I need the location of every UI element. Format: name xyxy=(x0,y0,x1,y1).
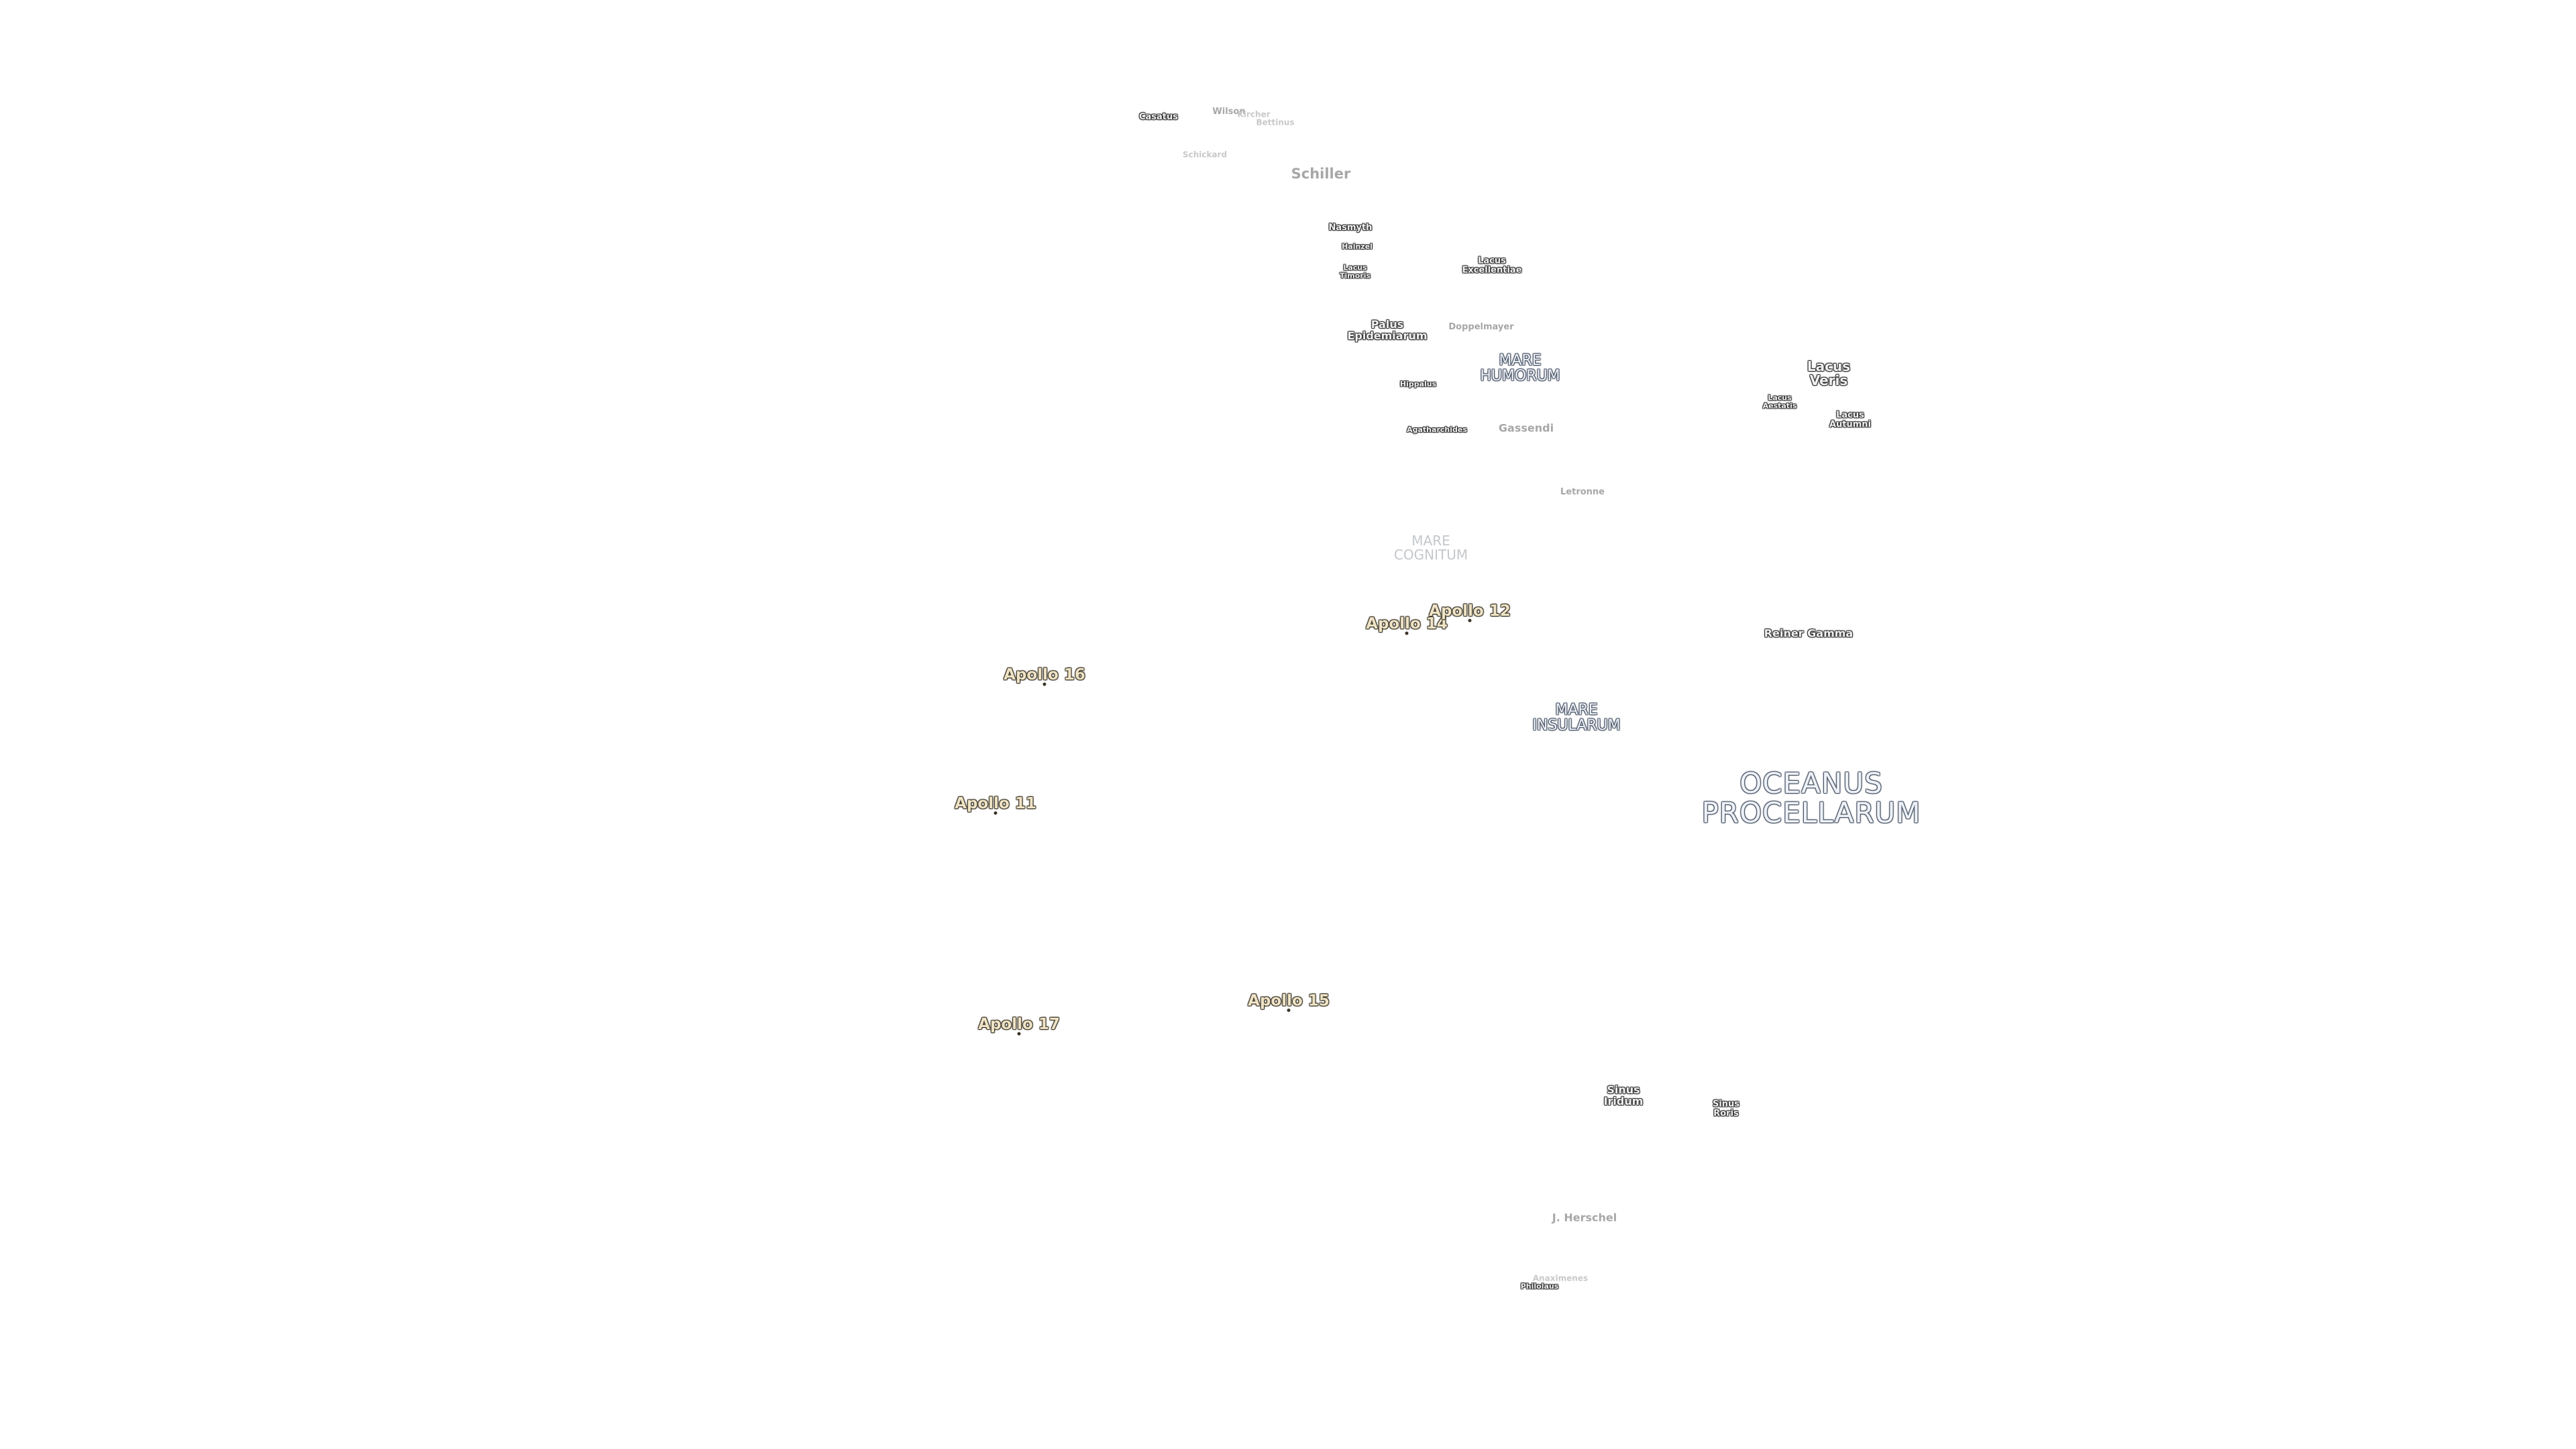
casatus-label[interactable]: Casatus xyxy=(1138,112,1179,123)
palus-epidemiarum-label[interactable]: Palus Epidemiarum xyxy=(1347,318,1428,342)
bettinus-label[interactable]: Bettinus xyxy=(1256,117,1295,127)
apollo-17-label[interactable]: Apollo 17 xyxy=(978,1015,1060,1033)
wilson-label[interactable]: Wilson xyxy=(1212,107,1246,117)
lacus-autumni-label[interactable]: Lacus Autumni xyxy=(1829,410,1872,429)
kircher-label[interactable]: Kircher xyxy=(1237,109,1271,119)
j-herschel-label[interactable]: J. Herschel xyxy=(1552,1211,1617,1224)
apollo-11-label[interactable]: Apollo 11 xyxy=(955,794,1036,812)
hippalus-label[interactable]: Hippalus xyxy=(1399,380,1437,389)
schiller-label[interactable]: Schiller xyxy=(1291,165,1351,182)
oceanus-procellarum-label[interactable]: OCEANUS PROCELLARUM xyxy=(1701,766,1921,829)
anaximenes-label[interactable]: Anaximenes xyxy=(1532,1273,1589,1283)
apollo-16-label[interactable]: Apollo 16 xyxy=(1004,665,1085,684)
mare-humorum-label[interactable]: MARE HUMORUM xyxy=(1480,352,1560,384)
apollo-12-marker xyxy=(1468,619,1472,623)
gassendi-label[interactable]: Gassendi xyxy=(1498,421,1554,435)
nasmyth-label[interactable]: Nasmyth xyxy=(1328,223,1373,233)
sinus-roris-label[interactable]: Sinus Roris xyxy=(1712,1099,1740,1118)
schickard-label[interactable]: Schickard xyxy=(1182,150,1228,160)
philolaus-label[interactable]: Philolaus xyxy=(1520,1282,1559,1291)
apollo-15-marker xyxy=(1287,1008,1291,1012)
apollo-16-marker xyxy=(1042,682,1046,686)
mare-cognitum-label[interactable]: MARE COGNITUM xyxy=(1393,533,1468,563)
mare-insularum-label[interactable]: MARE INSULARUM xyxy=(1532,701,1621,734)
apollo-17-marker xyxy=(1017,1032,1021,1036)
agatharchides-label[interactable]: Agatharchides xyxy=(1407,425,1467,435)
hainzel-label[interactable]: Hainzel xyxy=(1342,242,1373,252)
apollo-15-label[interactable]: Apollo 15 xyxy=(1248,991,1330,1010)
reiner-gamma-label[interactable]: Reiner Gamma xyxy=(1764,627,1854,640)
apollo-11-marker xyxy=(994,811,998,815)
letronne-label[interactable]: Letronne xyxy=(1560,487,1605,498)
sinus-iridum-label[interactable]: Sinus Iridum xyxy=(1603,1083,1644,1108)
doppelmayer-label[interactable]: Doppelmayer xyxy=(1448,322,1514,333)
apollo-14-label[interactable]: Apollo 14 xyxy=(1366,614,1448,633)
apollo-14-marker xyxy=(1405,631,1409,635)
lacus-aestatis-label[interactable]: Lacus Aestatis xyxy=(1762,393,1797,410)
lacus-timoris-label[interactable]: Lacus Timoris xyxy=(1339,263,1371,280)
apollo-12-label[interactable]: Apollo 12 xyxy=(1429,602,1511,620)
lacus-veris-label[interactable]: Lacus Veris xyxy=(1807,358,1851,388)
lacus-excellentiae-label[interactable]: Lacus Excellentiae xyxy=(1462,256,1522,275)
